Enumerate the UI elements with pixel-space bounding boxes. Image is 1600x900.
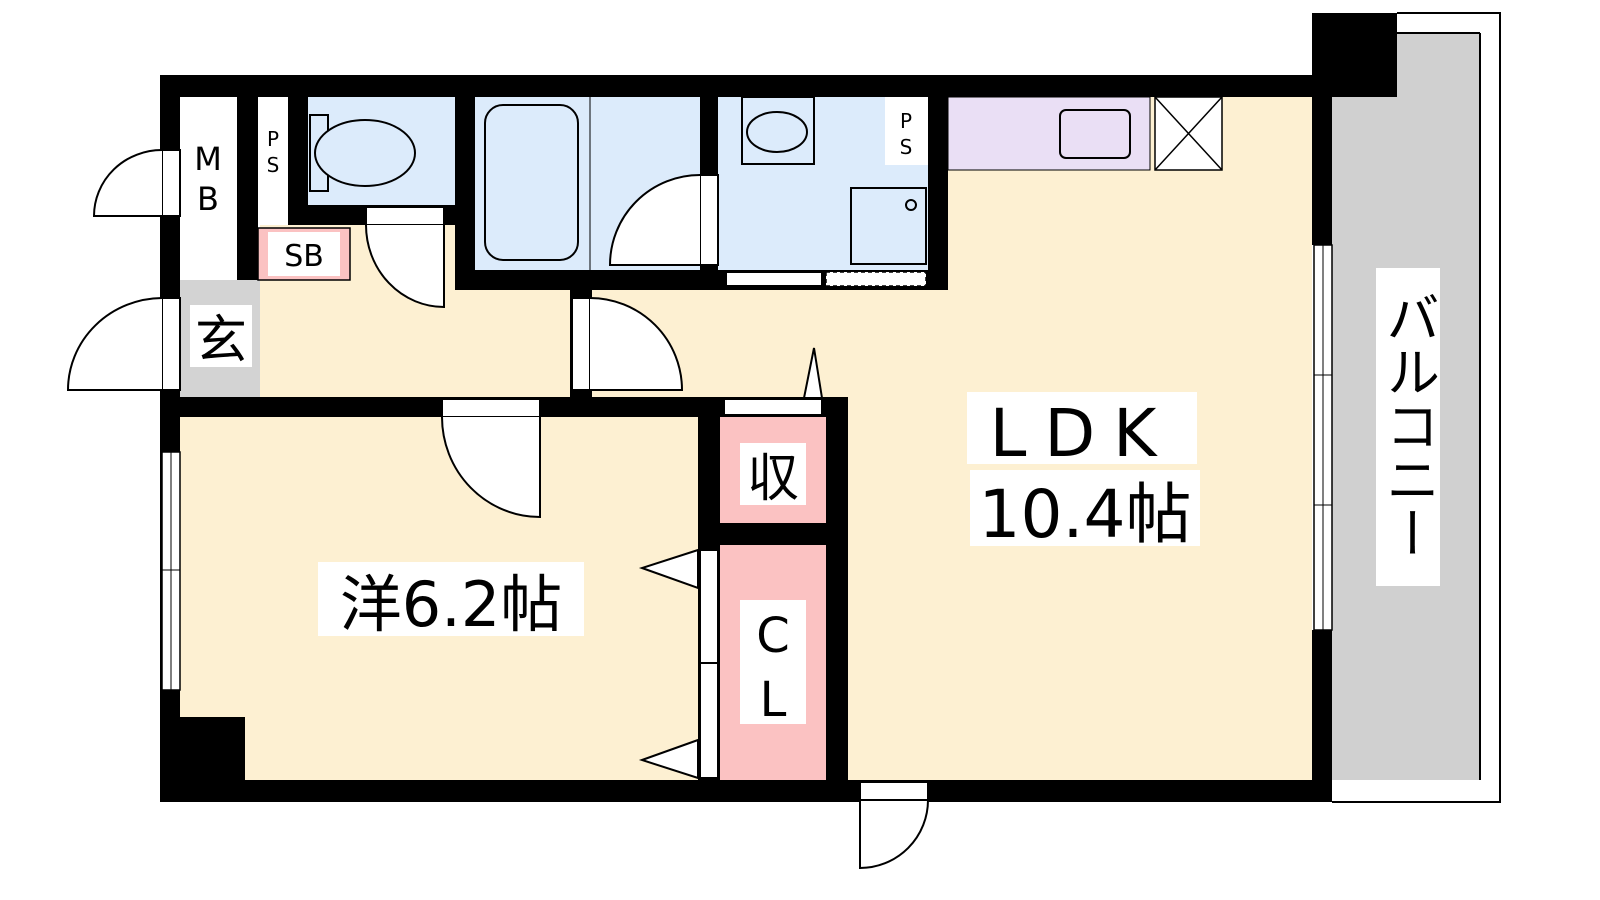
pipe-space-2-label: P S: [900, 109, 913, 159]
pipe-space-1: [258, 97, 288, 205]
closet-label-c: C: [756, 608, 790, 664]
windows: [161, 244, 1333, 691]
storage-label: 収: [747, 449, 799, 509]
entrance-label: 玄: [195, 311, 247, 371]
balcony-label: バルコニー: [1377, 290, 1440, 560]
washbasin: [741, 96, 815, 165]
meter-box: [180, 97, 237, 255]
shoe-box-label: SB: [284, 239, 324, 274]
stove: [1154, 96, 1223, 171]
ldk-size-label: 10.4帖: [979, 476, 1192, 553]
meter-box-label-m: M: [194, 140, 222, 178]
pipe-space-1-label: P S: [267, 127, 280, 177]
western-room-label: 洋6.2帖: [340, 568, 563, 641]
meter-box-label-b: B: [197, 180, 219, 218]
pipe-space-2: [885, 97, 928, 165]
washing-machine: [850, 187, 927, 265]
toilet-fixture: [309, 114, 416, 192]
kitchen-counter: [947, 96, 1151, 171]
bathtub: [484, 104, 579, 261]
doors: [66, 149, 930, 870]
svg-text:S: S: [267, 153, 280, 177]
svg-text:S: S: [900, 135, 913, 159]
ldk-label: LDK: [990, 395, 1175, 472]
svg-text:P: P: [267, 127, 279, 151]
sink: [1059, 109, 1131, 159]
closet-label-l: L: [760, 672, 787, 728]
svg-text:P: P: [900, 109, 912, 133]
